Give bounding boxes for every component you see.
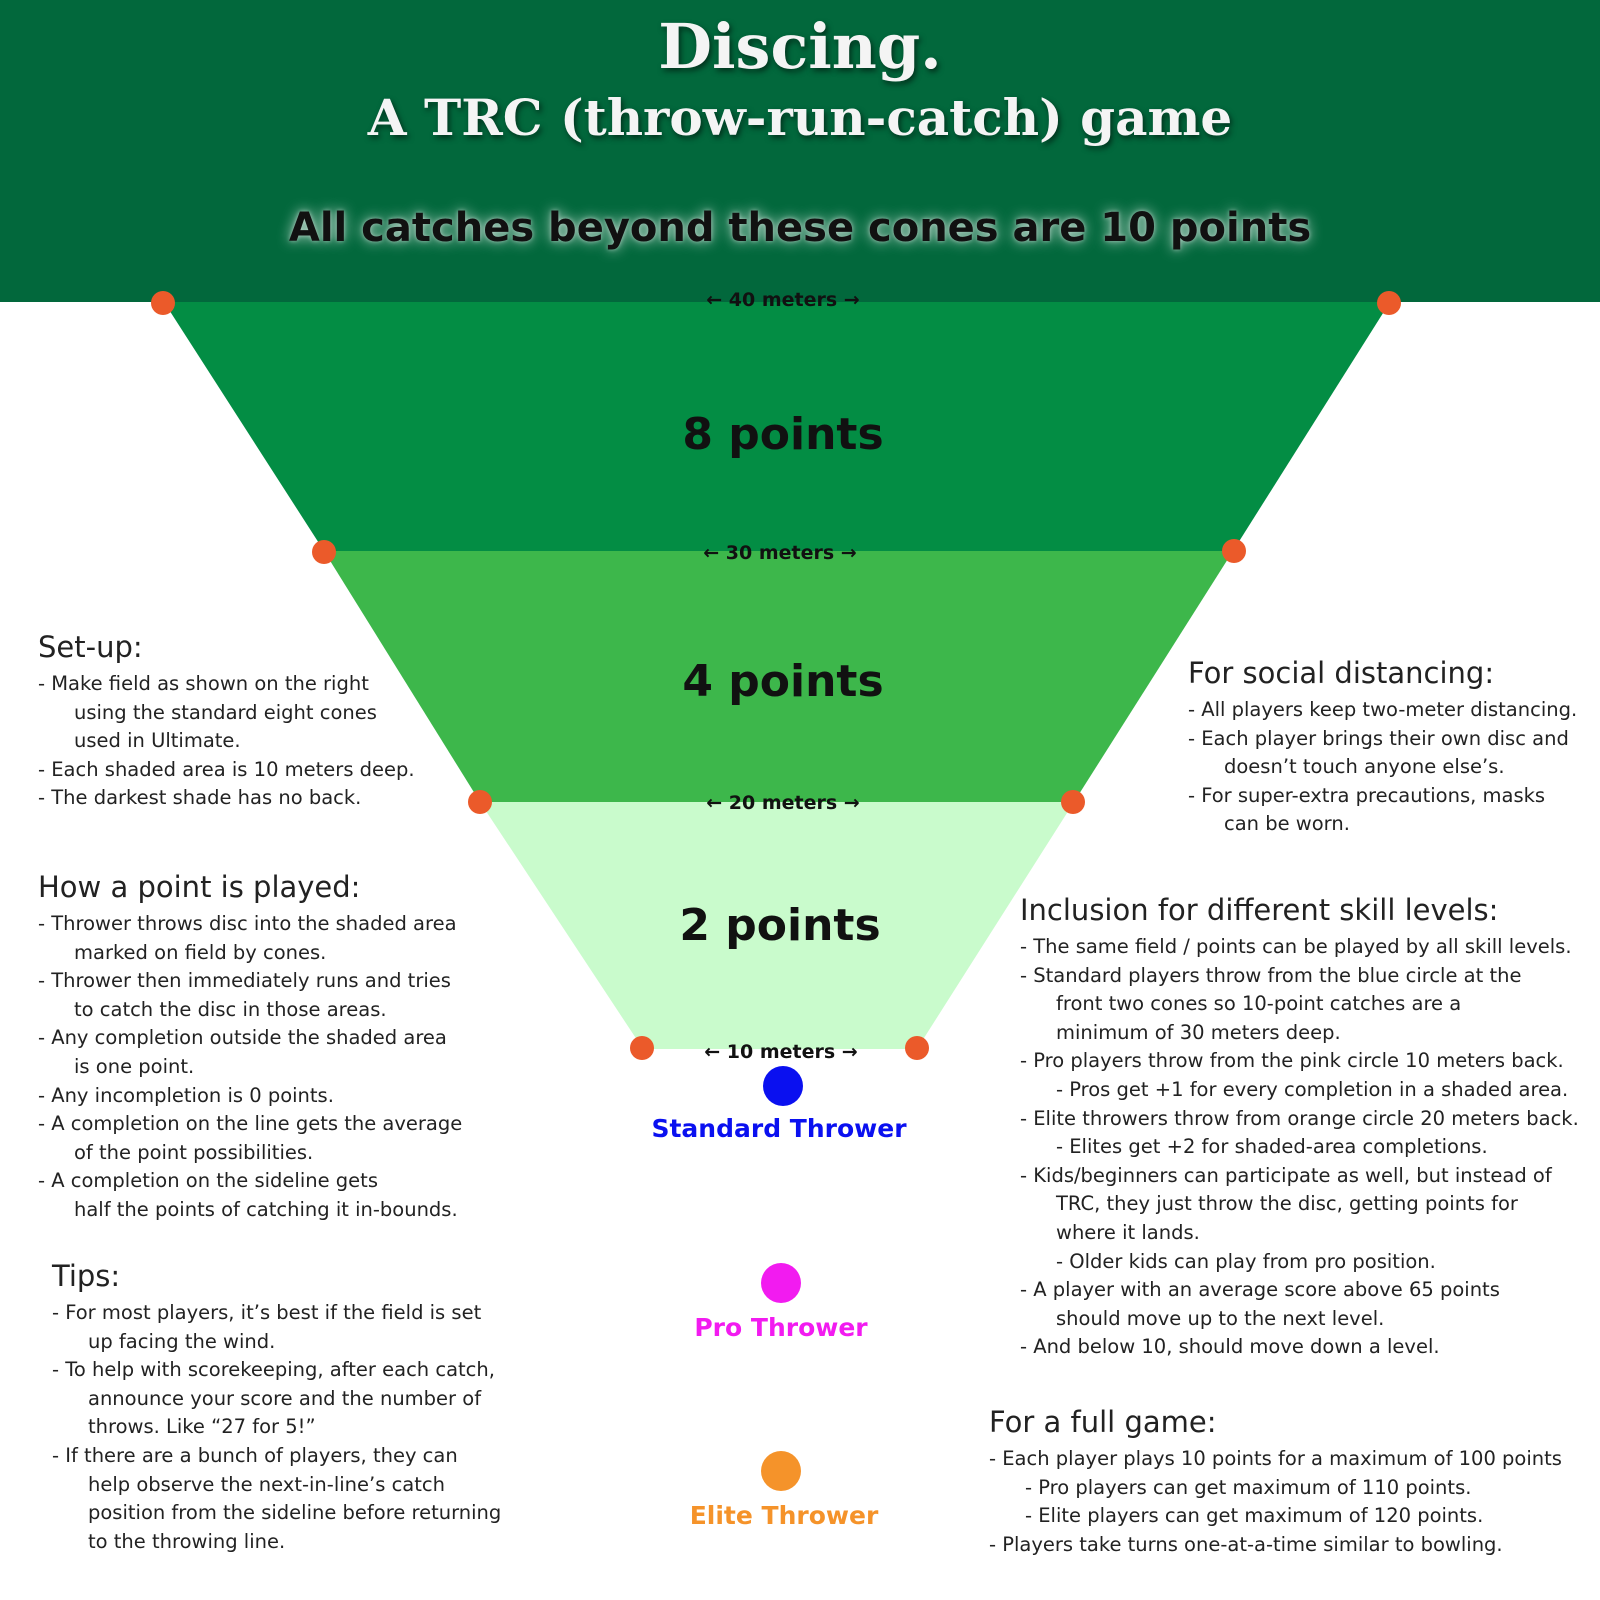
inclusion-line: - Standard players throw from the blue c… bbox=[1020, 963, 1522, 987]
tips-line: throws. Like “27 for 5!” bbox=[88, 1415, 316, 1439]
tips-line: - For most players, it’s best if the fie… bbox=[52, 1301, 482, 1324]
how-played-line: is one point. bbox=[74, 1054, 195, 1078]
standard-thrower-circle bbox=[763, 1066, 803, 1106]
standard-thrower-label: Standard Thrower bbox=[651, 1114, 907, 1143]
how-played-line: - Thrower throws disc into the shaded ar… bbox=[38, 912, 457, 935]
full-game-section: For a full game: - Each player plays 10 … bbox=[989, 1405, 1562, 1559]
cone-marker bbox=[151, 291, 175, 315]
header-banner bbox=[0, 0, 1600, 302]
full-game-heading: For a full game: bbox=[989, 1405, 1217, 1439]
tips-line: to the throwing line. bbox=[88, 1529, 286, 1553]
cone-marker bbox=[1061, 790, 1085, 814]
inclusion-line: - Pros get +1 for every completion in a … bbox=[1056, 1077, 1569, 1101]
inclusion-line: - Pro players throw from the pink circle… bbox=[1020, 1049, 1564, 1073]
inclusion-line: minimum of 30 meters deep. bbox=[1056, 1020, 1341, 1044]
setup-line: - Each shaded area is 10 meters deep. bbox=[38, 757, 415, 781]
cone-marker bbox=[1222, 539, 1246, 563]
inclusion-line: - A player with an average score above 6… bbox=[1020, 1278, 1500, 1302]
inclusion-line: - Elites get +2 for shaded-area completi… bbox=[1056, 1135, 1488, 1159]
distance-10m-label: ← 10 meters → bbox=[704, 1041, 857, 1063]
inclusion-line: where it lands. bbox=[1056, 1220, 1200, 1244]
social-distancing-line: can be worn. bbox=[1224, 812, 1350, 836]
tips-line: - To help with scorekeeping, after each … bbox=[52, 1358, 495, 1382]
social-distancing-heading: For social distancing: bbox=[1188, 656, 1495, 690]
zone-8-label: 8 points bbox=[682, 409, 883, 460]
pro-thrower-circle bbox=[761, 1263, 801, 1303]
how-played-heading: How a point is played: bbox=[38, 870, 361, 904]
inclusion-line: TRC, they just throw the disc, getting p… bbox=[1056, 1192, 1518, 1216]
cone-marker bbox=[312, 540, 336, 564]
elite-thrower-circle bbox=[761, 1451, 801, 1491]
inclusion-line: should move up to the next level. bbox=[1056, 1306, 1385, 1330]
ten-point-banner: All catches beyond these cones are 10 po… bbox=[288, 205, 1312, 251]
inclusion-line: - Elite throwers throw from orange circl… bbox=[1020, 1106, 1579, 1130]
distance-40m-label: ← 40 meters → bbox=[706, 289, 859, 311]
cone-marker bbox=[905, 1036, 929, 1060]
cone-marker bbox=[630, 1036, 654, 1060]
social-distancing-line: - All players keep two-meter distancing. bbox=[1188, 698, 1578, 721]
distance-20m-label: ← 20 meters → bbox=[706, 792, 859, 814]
tips-line: up facing the wind. bbox=[88, 1329, 276, 1353]
zone-2-points bbox=[480, 802, 1074, 1049]
full-game-line: - Each player plays 10 points for a maxi… bbox=[989, 1447, 1562, 1470]
setup-heading: Set-up: bbox=[38, 630, 143, 664]
social-distancing-section: For social distancing: - All players kee… bbox=[1188, 656, 1577, 839]
cone-marker bbox=[1377, 291, 1401, 315]
inclusion-section: Inclusion for different skill levels: - … bbox=[1020, 893, 1579, 1362]
inclusion-line: - The same field / points can be played … bbox=[1020, 935, 1572, 958]
distance-30m-label: ← 30 meters → bbox=[703, 542, 856, 564]
how-played-line: to catch the disc in those areas. bbox=[74, 997, 387, 1021]
tips-line: announce your score and the number of bbox=[88, 1386, 482, 1410]
full-game-line: - Pro players can get maximum of 110 poi… bbox=[1025, 1475, 1472, 1499]
how-played-line: of the point possibilities. bbox=[74, 1140, 314, 1164]
setup-line: - The darkest shade has no back. bbox=[38, 786, 362, 810]
how-played-line: - Thrower then immediately runs and trie… bbox=[38, 969, 451, 993]
inclusion-line: - Older kids can play from pro position. bbox=[1056, 1249, 1436, 1273]
inclusion-line: - Kids/beginners can participate as well… bbox=[1020, 1163, 1552, 1187]
page-title: Discing. bbox=[658, 10, 942, 83]
inclusion-line: - And below 10, should move down a level… bbox=[1020, 1335, 1440, 1359]
social-distancing-line: - For super-extra precautions, masks bbox=[1188, 783, 1546, 807]
inclusion-line: front two cones so 10-point catches are … bbox=[1056, 992, 1462, 1016]
full-game-line: - Players take turns one-at-a-time simil… bbox=[989, 1532, 1503, 1556]
tips-line: - If there are a bunch of players, they … bbox=[52, 1443, 458, 1467]
social-distancing-line: doesn’t touch anyone else’s. bbox=[1224, 755, 1505, 779]
how-played-section: How a point is played: - Thrower throws … bbox=[38, 870, 462, 1225]
tips-heading: Tips: bbox=[52, 1259, 121, 1293]
how-played-line: - A completion on the line gets the aver… bbox=[38, 1112, 463, 1136]
setup-section: Set-up: - Make field as shown on the rig… bbox=[38, 630, 415, 813]
inclusion-heading: Inclusion for different skill levels: bbox=[1020, 893, 1499, 927]
tips-section: Tips: - For most players, it’s best if t… bbox=[52, 1259, 501, 1556]
elite-thrower-label: Elite Thrower bbox=[690, 1501, 879, 1530]
how-played-line: - Any completion outside the shaded area bbox=[38, 1026, 447, 1050]
setup-line: used in Ultimate. bbox=[74, 729, 241, 753]
tips-line: position from the sideline before return… bbox=[88, 1501, 502, 1525]
page-subtitle: A TRC (throw-run-catch) game bbox=[367, 88, 1233, 147]
how-played-line: - Any incompletion is 0 points. bbox=[38, 1083, 334, 1107]
cone-marker bbox=[468, 790, 492, 814]
setup-line: using the standard eight cones bbox=[74, 700, 377, 724]
setup-line: - Make field as shown on the right bbox=[38, 672, 369, 695]
pro-thrower-label: Pro Thrower bbox=[694, 1313, 868, 1342]
zone-4-points bbox=[324, 551, 1233, 802]
zone-4-label: 4 points bbox=[682, 656, 883, 707]
tips-line: help observe the next-in-line’s catch bbox=[88, 1472, 445, 1496]
zone-2-label: 2 points bbox=[679, 900, 880, 951]
social-distancing-line: - Each player brings their own disc and bbox=[1188, 726, 1569, 750]
how-played-line: half the points of catching it in-bounds… bbox=[74, 1197, 458, 1221]
zone-8-points bbox=[164, 302, 1390, 551]
how-played-line: - A completion on the sideline gets bbox=[38, 1169, 378, 1193]
how-played-line: marked on field by cones. bbox=[74, 940, 327, 964]
full-game-line: - Elite players can get maximum of 120 p… bbox=[1025, 1504, 1484, 1528]
